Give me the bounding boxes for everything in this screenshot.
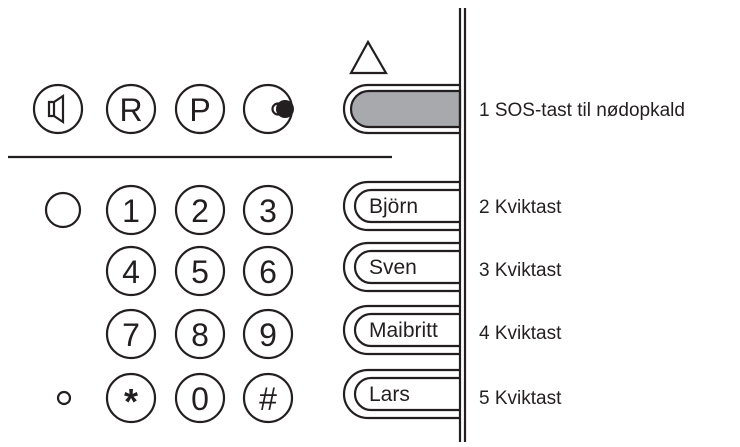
- keypad-key-9[interactable]: [242, 308, 294, 360]
- toggle-icon: [276, 100, 294, 118]
- speed-dial-name-3: Sven: [369, 256, 417, 279]
- keypad-key-hash-label: #: [259, 381, 277, 417]
- keypad-key-1-label: 1: [122, 193, 140, 229]
- annotation-quick-4: 4 Kviktast: [479, 323, 562, 344]
- keypad-key-0[interactable]: [174, 372, 226, 424]
- speed-dial-name-4: Maibritt: [369, 319, 438, 342]
- keypad-key-3-label: 3: [259, 193, 277, 229]
- toggle-key[interactable]: [242, 83, 294, 135]
- keypad-key-2-label: 2: [191, 193, 209, 229]
- keypad-key-7-label: 7: [122, 317, 140, 353]
- program-key[interactable]: [174, 83, 226, 135]
- keypad-key-5[interactable]: [174, 245, 226, 297]
- annotation-quick-5: 5 Kviktast: [479, 388, 562, 409]
- annotation-quick-2: 2 Kviktast: [479, 197, 562, 218]
- speaker-key[interactable]: [32, 83, 84, 135]
- keypad-key-hash[interactable]: [242, 372, 294, 424]
- sos-key[interactable]: [342, 83, 462, 135]
- speed-dial-key-2[interactable]: [342, 180, 460, 232]
- up-arrow-icon[interactable]: [349, 39, 388, 75]
- keypad-key-6[interactable]: [242, 245, 294, 297]
- keypad-key-4-label: 4: [122, 254, 140, 290]
- keypad-key-4[interactable]: [105, 245, 157, 297]
- keypad-key-0-label: 0: [191, 381, 209, 417]
- redial-key[interactable]: [105, 83, 157, 135]
- indicator-led-large: [44, 191, 82, 229]
- speed-dial-key-3[interactable]: [342, 241, 460, 293]
- speed-dial-key-5[interactable]: [342, 368, 460, 420]
- keypad-key-5-label: 5: [191, 254, 209, 290]
- keypad-key-star-label: *: [124, 381, 138, 422]
- keypad-key-star[interactable]: [105, 372, 157, 424]
- keypad-key-9-label: 9: [259, 317, 277, 353]
- speed-dial-name-2: Björn: [369, 195, 418, 218]
- speaker-icon: [47, 93, 65, 125]
- keypad-key-8-label: 8: [191, 317, 209, 353]
- keypad-key-1[interactable]: [105, 184, 157, 236]
- keypad-key-3[interactable]: [242, 184, 294, 236]
- keypad-key-7[interactable]: [105, 308, 157, 360]
- keypad-key-8[interactable]: [174, 308, 226, 360]
- speed-dial-name-5: Lars: [369, 383, 410, 406]
- program-key-label: P: [189, 92, 210, 128]
- annotation-quick-3: 3 Kviktast: [479, 260, 562, 281]
- indicator-led-small: [56, 390, 72, 406]
- annotation-sos: 1 SOS-tast til nødopkald: [479, 100, 685, 121]
- keypad-key-6-label: 6: [259, 254, 277, 290]
- keypad-key-2[interactable]: [174, 184, 226, 236]
- sos-key-fill: [349, 89, 462, 129]
- speed-dial-key-4[interactable]: [342, 304, 460, 356]
- redial-key-label: R: [119, 92, 142, 128]
